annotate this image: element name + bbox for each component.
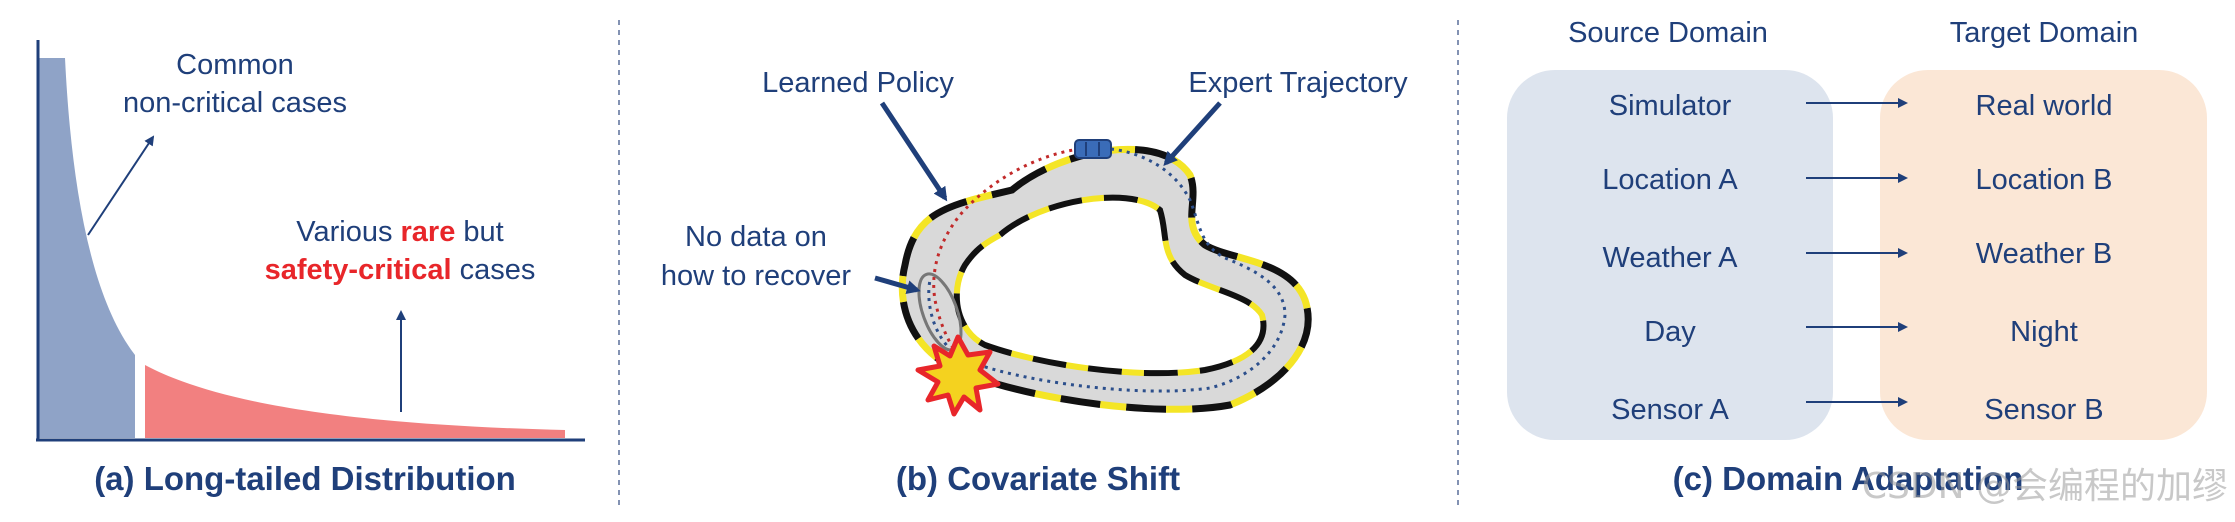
source-item: Location A [1602, 164, 1738, 196]
no-data-arrow [874, 275, 921, 294]
target-item: Night [2010, 316, 2078, 348]
panel-b: Learned Policy Expert Trajectory No data… [661, 67, 1408, 497]
panel-a: Common non-critical cases Various rare b… [36, 40, 585, 497]
track-inner-curb-yellow [953, 194, 1267, 377]
source-domain-header: Source Domain [1568, 17, 1768, 49]
panel-c: Source Domain Target Domain Simulator Lo… [1507, 17, 2207, 497]
track-inner-island [953, 194, 1267, 377]
source-item: Day [1644, 316, 1696, 348]
head-distribution-area [38, 58, 135, 438]
rare-emphasis: rare [401, 216, 456, 248]
caption-c: (c) Domain Adaptation [1673, 460, 2024, 497]
caption-a: (a) Long-tailed Distribution [94, 460, 516, 497]
watermark: CSDN @会编程的加缪 [1862, 466, 2228, 507]
target-item: Sensor B [1984, 394, 2103, 426]
rare-cases-label-line1: Various rare but [296, 216, 503, 248]
crash-explosion-icon [915, 334, 1001, 417]
common-cases-arrow [87, 135, 155, 236]
source-item: Simulator [1609, 90, 1732, 122]
source-domain-box [1507, 70, 1833, 440]
target-item: Real world [1976, 90, 2113, 122]
track-outer-curb-yellow [898, 145, 1312, 413]
common-cases-label-line1: Common [176, 49, 294, 81]
source-item: Weather A [1603, 242, 1739, 274]
expert-trajectory-label: Expert Trajectory [1188, 67, 1408, 99]
target-item: Weather B [1976, 238, 2112, 270]
no-data-label-line2: how to recover [661, 260, 852, 292]
safety-critical-emphasis: safety-critical [265, 254, 452, 286]
no-data-label-line1: No data on [685, 221, 827, 253]
expert-trajectory-arrow [1163, 101, 1222, 166]
target-domain-box [1880, 70, 2207, 440]
target-domain-header: Target Domain [1950, 17, 2139, 49]
source-item: Sensor A [1611, 394, 1729, 426]
target-item: Location B [1975, 164, 2112, 196]
learned-policy-arrow [879, 101, 948, 202]
learned-policy-path [932, 146, 1089, 356]
caption-b: (b) Covariate Shift [896, 460, 1180, 497]
rare-cases-label-line2: safety-critical cases [265, 254, 536, 286]
car-icon [1074, 139, 1112, 159]
expert-trajectory-path [927, 146, 1287, 393]
learned-policy-label: Learned Policy [762, 67, 954, 99]
tail-distribution-area [145, 365, 565, 438]
common-cases-label-line2: non-critical cases [123, 87, 347, 119]
